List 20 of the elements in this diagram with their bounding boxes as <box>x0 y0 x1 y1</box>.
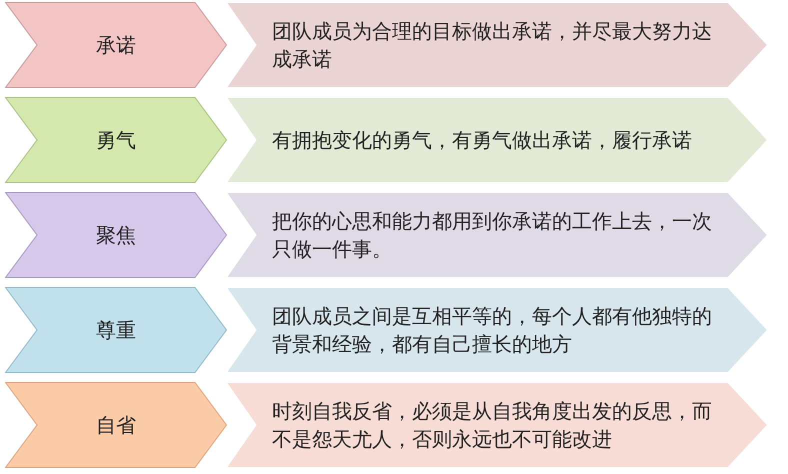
chevron-shape <box>5 382 227 468</box>
step-title: 聚焦 <box>95 222 137 249</box>
step-title: 自省 <box>95 412 137 439</box>
step-description: 时刻自我反省，必须是从自我角度出发的反思，而不是怨天尤人，否则永远也不可能改进 <box>272 398 713 453</box>
arrow-band <box>226 287 768 373</box>
arrow-band <box>226 97 768 183</box>
step-title: 尊重 <box>95 317 137 344</box>
arrow-band <box>226 192 768 278</box>
step-title: 勇气 <box>95 127 137 154</box>
step-description: 把你的心思和能力都用到你承诺的工作上去，一次只做一件事。 <box>272 208 713 263</box>
chevron-shape <box>5 287 227 373</box>
step-description: 团队成员之间是互相平等的，每个人都有他独特的背景和经验，都有自己擅长的地方 <box>272 303 713 358</box>
arrow-band <box>226 382 768 468</box>
step-description: 有拥抱变化的勇气，有勇气做出承诺，履行承诺 <box>272 127 693 154</box>
arrow-band <box>226 2 768 88</box>
chevron-shape <box>5 192 227 278</box>
step-title: 承诺 <box>95 32 137 59</box>
chevron-shape <box>5 2 227 88</box>
chevron-shape <box>5 97 227 183</box>
step-description: 团队成员为合理的目标做出承诺，并尽最大努力达成承诺 <box>272 18 713 73</box>
